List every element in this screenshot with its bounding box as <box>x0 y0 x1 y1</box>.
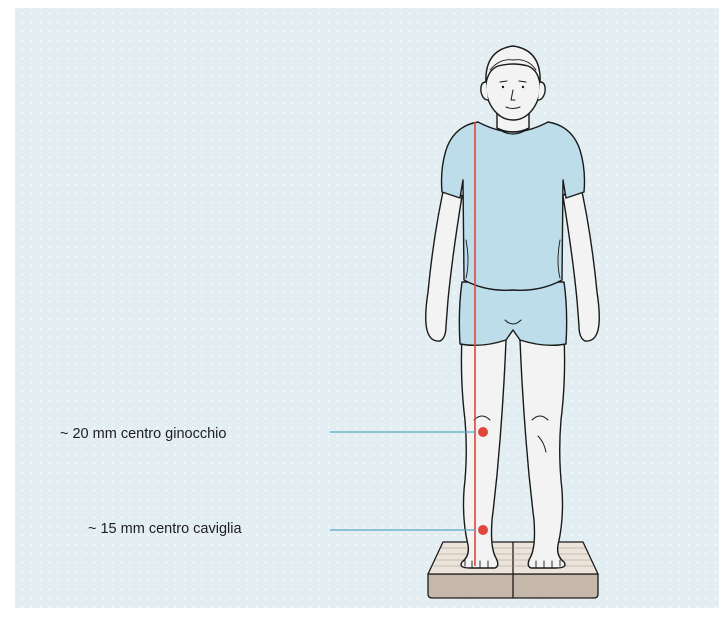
knee-marker <box>478 427 488 437</box>
background-panel <box>15 8 719 608</box>
balance-board-icon <box>428 542 598 598</box>
ankle-annotation-label: ~ 15 mm centro caviglia <box>88 522 242 537</box>
knee-annotation-label: ~ 20 mm centro ginocchio <box>60 427 226 442</box>
ankle-marker <box>478 525 488 535</box>
